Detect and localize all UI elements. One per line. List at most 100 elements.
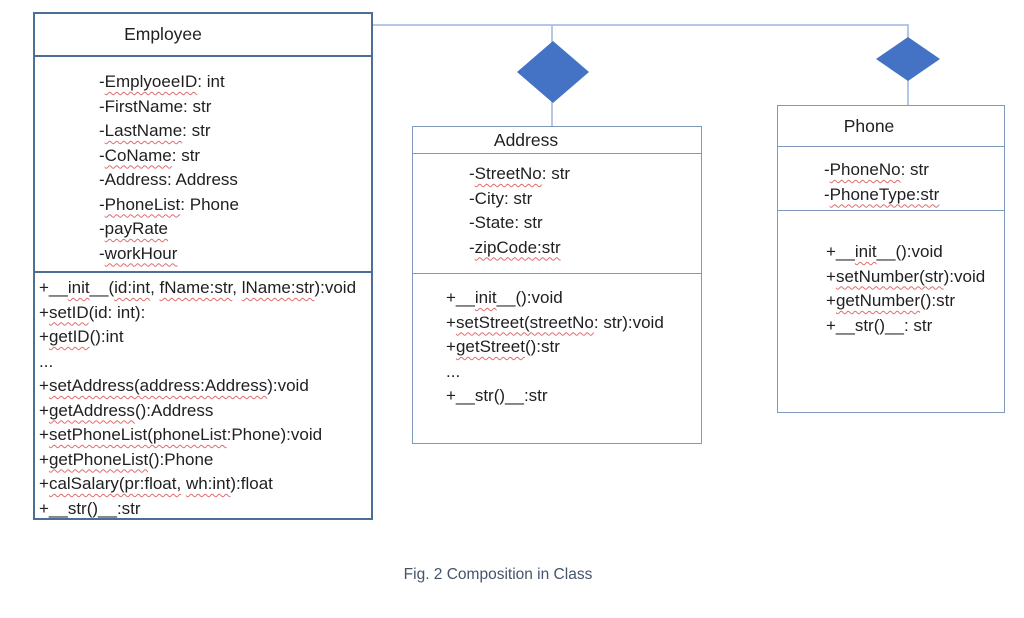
method-line: +getAddress():Address: [39, 399, 371, 424]
member-text: ):float: [230, 474, 273, 493]
member-text: -: [469, 237, 475, 257]
misspelled-text: wh:int: [185, 474, 231, 493]
member-text: ,: [232, 278, 242, 297]
member-text: : str: [171, 145, 201, 165]
member-text: +: [446, 337, 456, 356]
member-text: -: [99, 194, 105, 214]
misspelled-text: setNumber(str: [835, 266, 944, 286]
member-text: -: [99, 243, 105, 263]
member-text: : str: [900, 160, 929, 179]
misspelled-text: fName:str: [159, 278, 233, 297]
method-line: +__init__():void: [826, 240, 1004, 265]
figure-caption: Fig. 2 Composition in Class: [403, 566, 593, 583]
member-text: __():void: [496, 288, 563, 307]
class-title-phone: Phone: [843, 115, 895, 136]
member-text: : int: [197, 72, 225, 91]
member-text: -: [824, 184, 830, 204]
member-text: -FirstName: str: [99, 96, 212, 116]
member-text: -City: str: [469, 188, 533, 208]
member-text: -: [824, 160, 830, 179]
method-line: +setNumber(str):void: [826, 265, 1004, 290]
method-line: +getPhoneList():Phone: [39, 448, 371, 473]
member-text: __():void: [876, 242, 943, 261]
member-text: ():str: [920, 291, 955, 310]
class-title-employee: Employee: [124, 24, 202, 44]
attribute-line: -City: str: [469, 187, 701, 212]
misspelled-text: init: [854, 242, 877, 261]
member-text: : str: [541, 164, 571, 183]
misspelled-text: setPhoneList(phoneList: [48, 425, 227, 444]
misspelled-text: PhoneNo: [829, 160, 901, 179]
member-text: +: [446, 312, 456, 332]
member-text: __(: [89, 278, 115, 297]
member-text: +__str()__: str: [826, 315, 933, 335]
member-text: +__str()__:str: [39, 498, 141, 518]
method-line: +__str()__: str: [826, 314, 1004, 339]
misspelled-text: LastName: [104, 121, 183, 140]
misspelled-text: calSalary(pr:float,: [48, 474, 182, 493]
member-text: ...: [39, 351, 54, 371]
method-line: ...: [446, 360, 701, 385]
misspelled-text: init: [67, 278, 90, 297]
member-text: -Address: Address: [99, 170, 238, 189]
member-text: : Phone: [180, 194, 239, 214]
member-text: +: [39, 425, 49, 444]
member-text: -: [99, 121, 105, 140]
misspelled-text: setID: [48, 302, 89, 322]
attribute-line: -payRate: [99, 217, 371, 242]
misspelled-text: getNumber: [835, 291, 921, 310]
methods-compartment-employee: +__init__(id:int, fName:str, lName:str):…: [35, 271, 371, 521]
attribute-line: -zipCode:str: [469, 236, 701, 261]
method-line: +setStreet(streetNo: str):void: [446, 311, 701, 336]
class-box-address: Address -StreetNo: str-City: str-State: …: [412, 126, 702, 444]
misspelled-text: PhoneType:str: [829, 184, 940, 204]
member-text: +: [39, 302, 49, 322]
member-text: -: [99, 72, 105, 91]
attributes-compartment-phone: -PhoneNo: str-PhoneType:str: [778, 146, 1004, 210]
misspelled-text: zipCode:str: [474, 237, 561, 257]
member-text: -: [99, 145, 105, 165]
member-text: :Phone):void: [226, 425, 323, 444]
misspelled-text: init: [474, 288, 497, 307]
attribute-line: -CoName: str: [99, 144, 371, 169]
member-text: +: [826, 291, 836, 310]
composition-diamond-phone-icon: [876, 37, 940, 81]
member-text: +: [39, 449, 49, 469]
misspelled-text: getPhoneList: [48, 449, 149, 469]
member-text: ):void: [943, 266, 986, 286]
member-text: -: [99, 219, 105, 238]
misspelled-text: getAddress: [48, 400, 135, 420]
attributes-compartment-employee: -EmplyoeeID: int-FirstName: str-LastName…: [35, 55, 371, 271]
misspelled-text: getStreet: [455, 337, 525, 356]
misspelled-text: CoName: [104, 145, 172, 165]
method-line: ...: [39, 350, 371, 375]
method-line: +__str()__:str: [39, 497, 371, 522]
member-text: +__str()__:str: [446, 386, 548, 405]
attribute-line: -EmplyoeeID: int: [99, 70, 371, 95]
misspelled-text: payRate: [104, 219, 168, 238]
member-text: ():Phone: [148, 449, 214, 469]
member-text: -: [469, 164, 475, 183]
method-line: +getNumber():str: [826, 289, 1004, 314]
method-line: +setAddress(address:Address):void: [39, 374, 371, 399]
member-text: +__: [39, 278, 68, 297]
method-line: +setPhoneList(phoneList:Phone):void: [39, 423, 371, 448]
attribute-line: -PhoneList: Phone: [99, 193, 371, 218]
member-text: ):void: [267, 376, 309, 395]
attribute-line: -Address: Address: [99, 168, 371, 193]
class-box-employee: Employee -EmplyoeeID: int-FirstName: str…: [33, 12, 373, 520]
member-text: +: [39, 327, 49, 346]
method-line: +__init__():void: [446, 286, 701, 311]
misspelled-text: EmplyoeeID: [104, 72, 198, 91]
member-text: (id: int):: [88, 302, 146, 322]
methods-compartment-address: +__init__():void+setStreet(streetNo: str…: [413, 273, 701, 443]
member-text: ...: [446, 361, 461, 381]
attribute-line: -StreetNo: str: [469, 162, 701, 187]
attribute-line: -LastName: str: [99, 119, 371, 144]
member-text: +__: [826, 242, 855, 261]
member-text: ():Address: [134, 400, 214, 420]
attribute-line: -workHour: [99, 242, 371, 267]
member-text: +: [39, 400, 49, 420]
misspelled-text: id:int: [114, 278, 151, 297]
member-text: ():int: [89, 327, 124, 346]
